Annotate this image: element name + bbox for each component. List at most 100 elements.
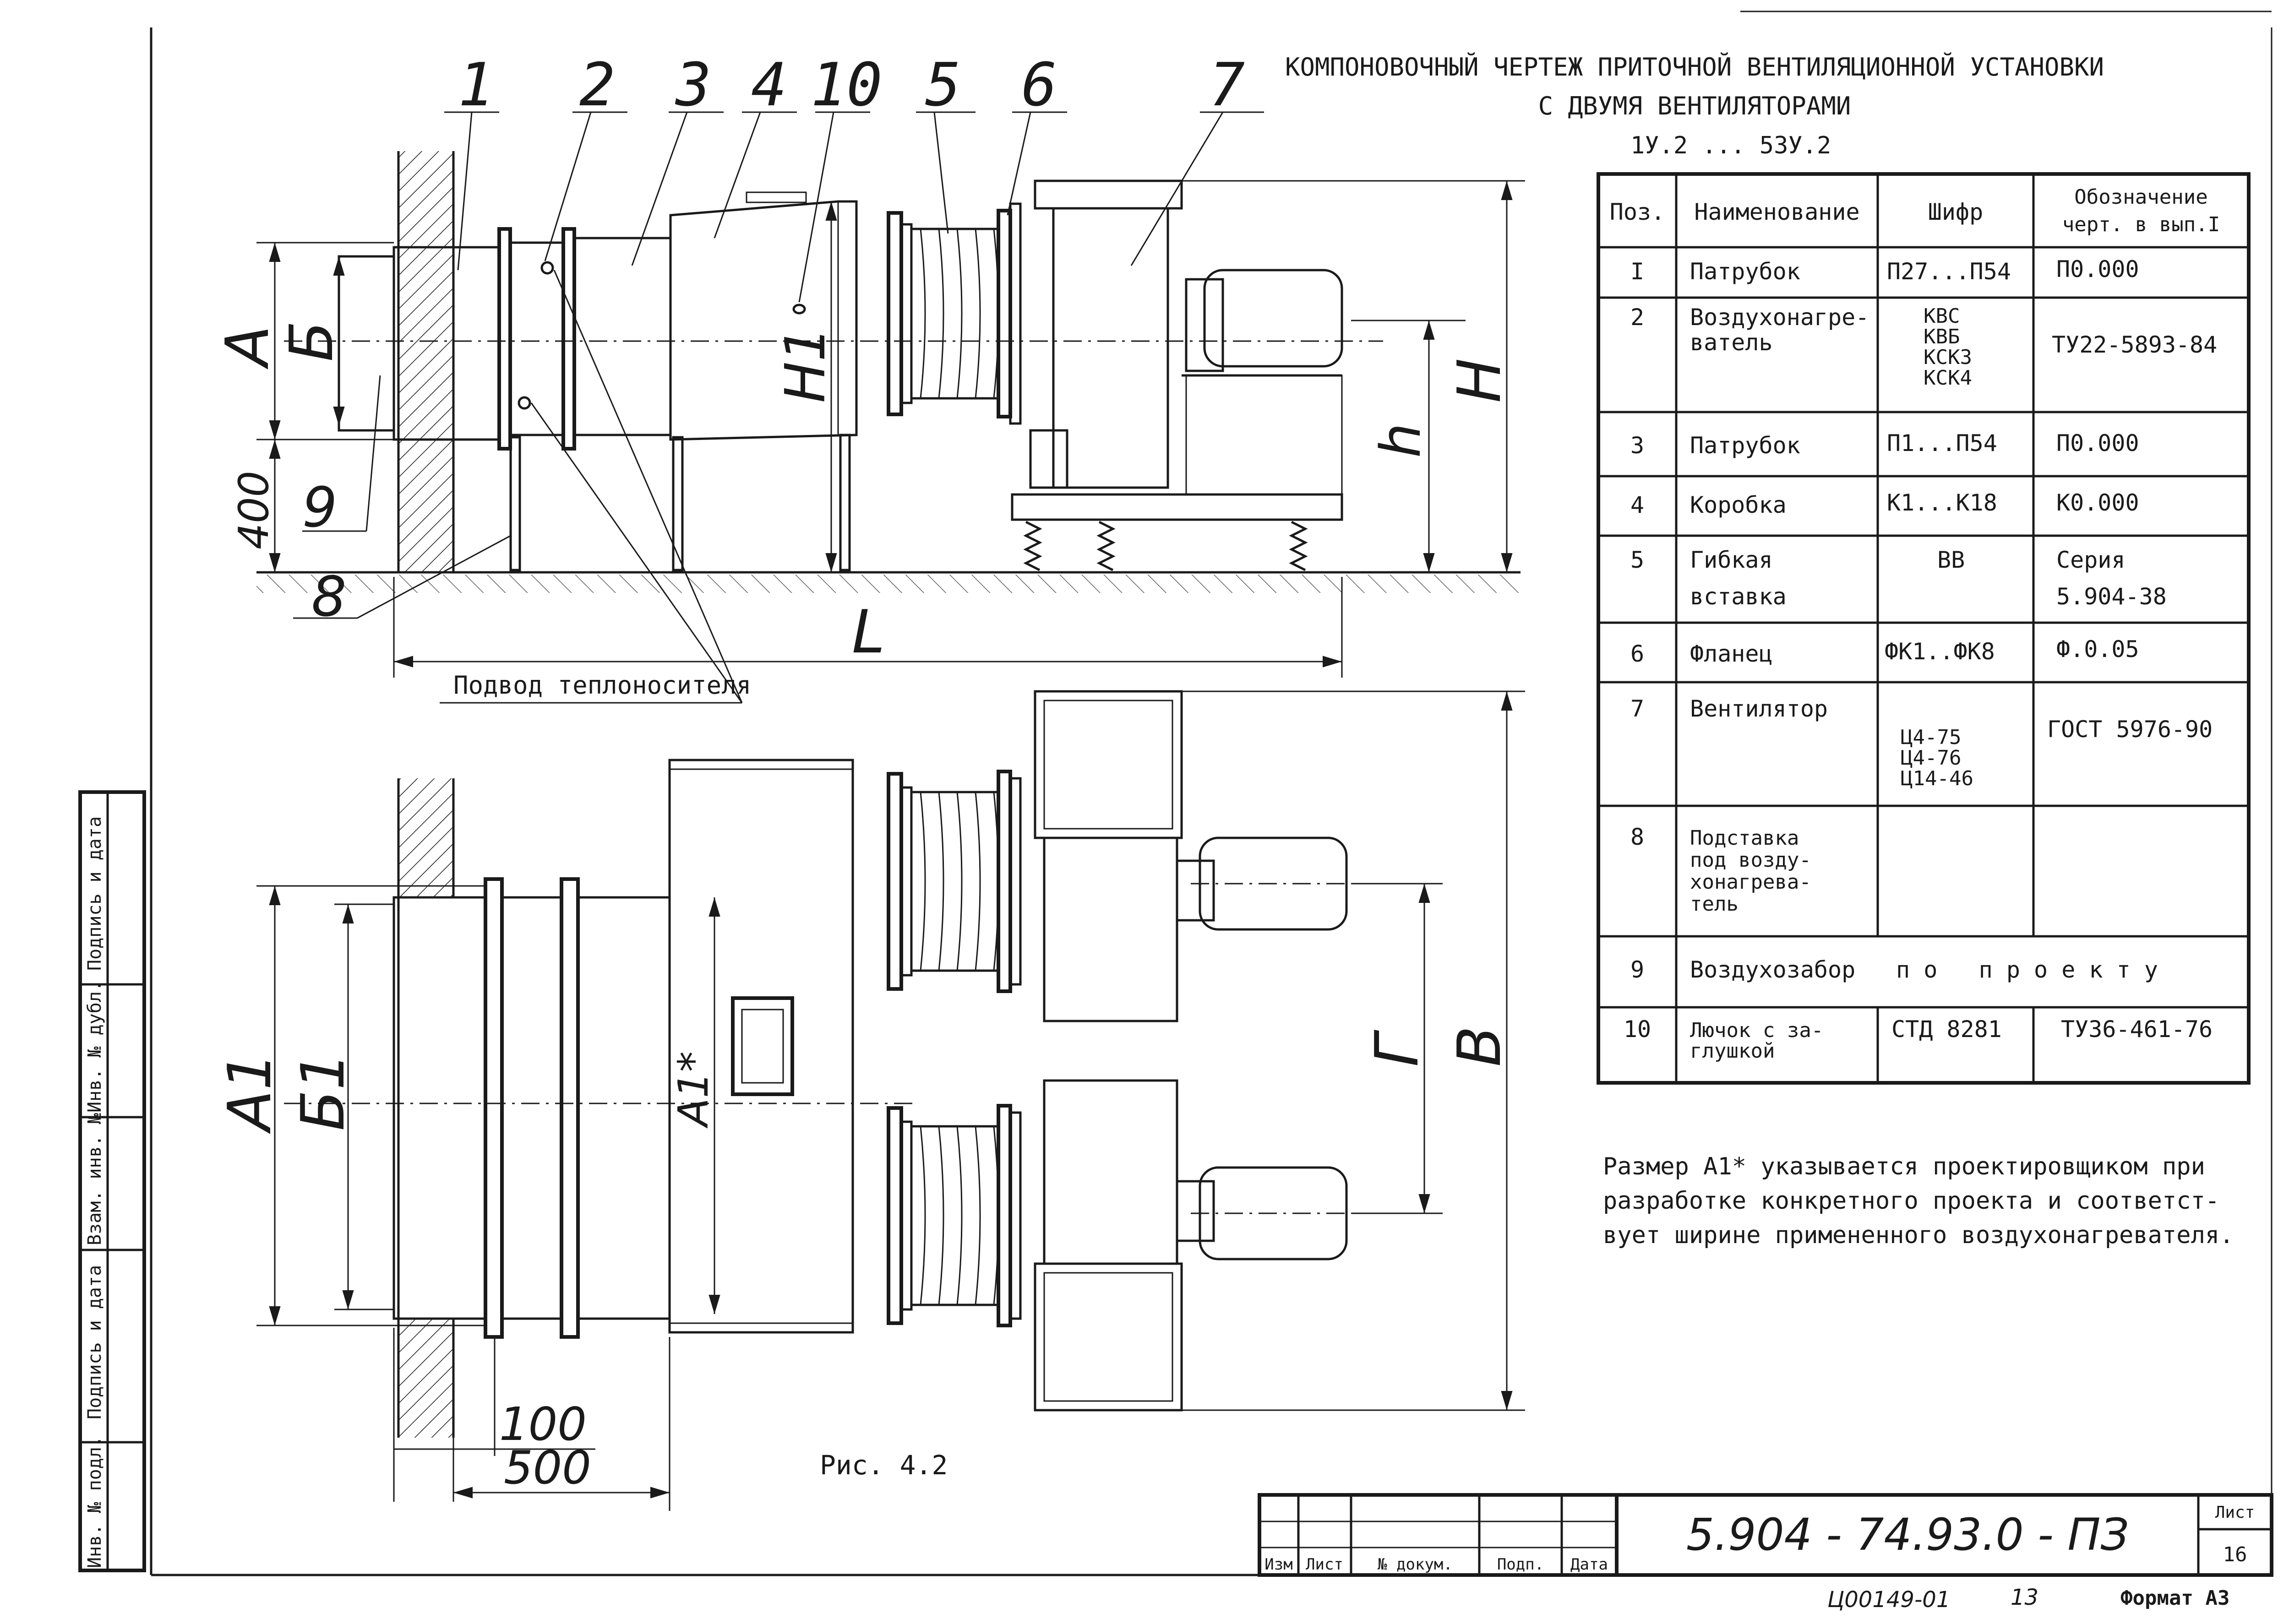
table-row: 6 Фланец ФК1..ФК8 Ф.0.05 <box>1630 636 2139 667</box>
heat-supply-label: Подвод теплоносителя <box>453 671 751 700</box>
svg-text:ГОСТ 5976-90: ГОСТ 5976-90 <box>2047 716 2213 743</box>
air-heater-plan <box>501 896 563 1320</box>
svg-text:СТД 8281: СТД 8281 <box>1891 1016 2002 1043</box>
box-plan <box>668 759 854 1334</box>
dim-A1-star-label: А1* <box>670 1051 718 1129</box>
fan-housing-lower <box>1043 1079 1178 1265</box>
heater-port-top <box>540 261 554 275</box>
svg-text:КСК3: КСК3 <box>1924 346 1972 369</box>
dim-L-label: L <box>852 597 885 667</box>
dim-h-label: h <box>1369 423 1433 458</box>
fan-base-frame <box>1011 493 1343 521</box>
dim-H-label: H <box>1444 358 1514 403</box>
svg-text:4: 4 <box>1630 492 1644 518</box>
header-code: Шифр <box>1928 199 1983 225</box>
svg-text:Ц14-46: Ц14-46 <box>1901 767 1973 790</box>
header-pos: Поз. <box>1610 199 1665 225</box>
format-label: Формат А3 <box>2120 1586 2229 1610</box>
fan-housing-upper <box>1043 836 1178 1022</box>
dim-B1-label: Б1 <box>288 1052 358 1131</box>
dim-500-label: 500 <box>504 1441 591 1494</box>
svg-text:Ц4-75: Ц4-75 <box>1901 726 1961 749</box>
callout-10: 10 <box>811 50 883 119</box>
header-name: Наименование <box>1694 199 1859 225</box>
nozzle-3 <box>573 237 672 436</box>
svg-text:КВС: КВС <box>1924 304 1960 328</box>
air-intake <box>338 255 395 432</box>
sheet-label: Лист <box>2215 1503 2255 1522</box>
box-side <box>669 200 858 441</box>
nozzle-3-plan <box>577 896 671 1320</box>
vibration-spring-2 <box>1096 521 1116 571</box>
svg-text:I: I <box>1630 258 1644 285</box>
svg-text:Вентилятор: Вентилятор <box>1690 695 1828 722</box>
note-line2: разработке конкретного проекта и соответ… <box>1603 1187 2219 1215</box>
spec-table: Поз. Наименование Шифр Обозначение черт.… <box>1597 172 2251 1085</box>
svg-text:ФК1..ФК8: ФК1..ФК8 <box>1885 638 1995 665</box>
svg-text:2: 2 <box>1630 304 1644 331</box>
vibration-spring-3 <box>1289 521 1308 571</box>
wall-section-side <box>398 151 453 572</box>
wall-section-plan-top <box>398 778 453 897</box>
flexible-insert-lower <box>920 1126 999 1305</box>
callout-1: 1 <box>458 50 494 119</box>
side-stamp: Инв. № подл. Подпись и дата Взам. инв. №… <box>78 790 146 1572</box>
fan-outlet-lower <box>1034 1262 1183 1412</box>
flexible-insert-upper <box>920 792 999 971</box>
svg-text:Лючок с за-: Лючок с за- <box>1690 1019 1823 1042</box>
svg-text:П1...П54: П1...П54 <box>1887 430 1997 456</box>
svg-text:Патрубок: Патрубок <box>1690 258 1800 285</box>
callout-4: 4 <box>751 50 787 119</box>
svg-text:ТУ36-461-76: ТУ36-461-76 <box>2061 1016 2213 1043</box>
fan-housing-side <box>1052 207 1169 489</box>
svg-text:К0.000: К0.000 <box>2056 489 2139 516</box>
dim-400-label: 400 <box>230 471 278 549</box>
dim-100-label: 100 <box>499 1397 587 1451</box>
fan-motor-side <box>1203 269 1343 368</box>
access-hatch-side <box>792 304 806 315</box>
table-row: 5 Гибкая вставка ВВ Серия 5.904-38 <box>1630 547 2167 610</box>
note-line3: вует ширине примененного воздухонагреват… <box>1603 1222 2234 1249</box>
svg-text:ватель: ватель <box>1690 329 1773 356</box>
dim-G-label: Г <box>1362 1030 1432 1067</box>
heater-support-2 <box>672 436 684 571</box>
stamp-cell-inv-podl: Инв. № подл. <box>84 1436 105 1568</box>
svg-text:Серия: Серия <box>2056 547 2126 573</box>
footer-page: 13 <box>2011 1585 2038 1610</box>
figure-caption: Рис. 4.2 <box>820 1450 948 1481</box>
dim-A1-label: А1 <box>215 1052 284 1134</box>
svg-text:5.904-38: 5.904-38 <box>2056 583 2167 610</box>
svg-text:под возду-: под возду- <box>1690 848 1811 872</box>
stamp-cell-sign-2: Подпись и дата <box>84 816 105 971</box>
table-row: I Патрубок П27...П54 П0.000 <box>1630 256 2139 285</box>
dim-V-label: В <box>1444 1026 1514 1067</box>
svg-text:8: 8 <box>1630 824 1644 850</box>
svg-text:Коробка: Коробка <box>1690 492 1787 518</box>
flange-6-side <box>997 209 1012 418</box>
svg-text:Воздухозабор: Воздухозабор <box>1690 956 1855 983</box>
title-line2: С ДВУМЯ ВЕНТИЛЯТОРАМИ <box>1538 92 1851 120</box>
svg-text:Ц4-76: Ц4-76 <box>1901 746 1961 770</box>
title-model-range: 1У.2 ... 53У.2 <box>1630 132 1831 159</box>
svg-text:КСК4: КСК4 <box>1924 366 1972 390</box>
table-row: 8 Подставка под возду- хонагрева- тель <box>1630 824 1811 916</box>
tb-label-izm: Изм <box>1264 1555 1292 1574</box>
table-row: 10 Лючок с за- глушкой СТД 8281 ТУ36-461… <box>1624 1016 2213 1063</box>
table-row: 7 Вентилятор Ц4-75 Ц4-76 Ц14-46 ГОСТ 597… <box>1630 695 2213 790</box>
svg-text:ТУ22-5893-84: ТУ22-5893-84 <box>2052 331 2217 358</box>
svg-text:П27...П54: П27...П54 <box>1887 258 2011 285</box>
header-designation-2: черт. в вып.I <box>2062 213 2220 236</box>
flexible-insert-side <box>920 228 999 399</box>
svg-text:вставка: вставка <box>1690 583 1787 610</box>
callout-8: 8 <box>311 565 346 629</box>
stamp-cell-sign-1: Подпись и дата <box>84 1265 105 1419</box>
box-support <box>839 434 851 571</box>
svg-text:К1...К18: К1...К18 <box>1887 489 1997 516</box>
fan-outlet-upper <box>1034 690 1183 839</box>
svg-text:Подставка: Подставка <box>1690 826 1799 850</box>
dim-H1-label: H1 <box>774 326 838 403</box>
callout-6: 6 <box>1021 50 1057 119</box>
vibration-spring-1 <box>1023 521 1042 571</box>
